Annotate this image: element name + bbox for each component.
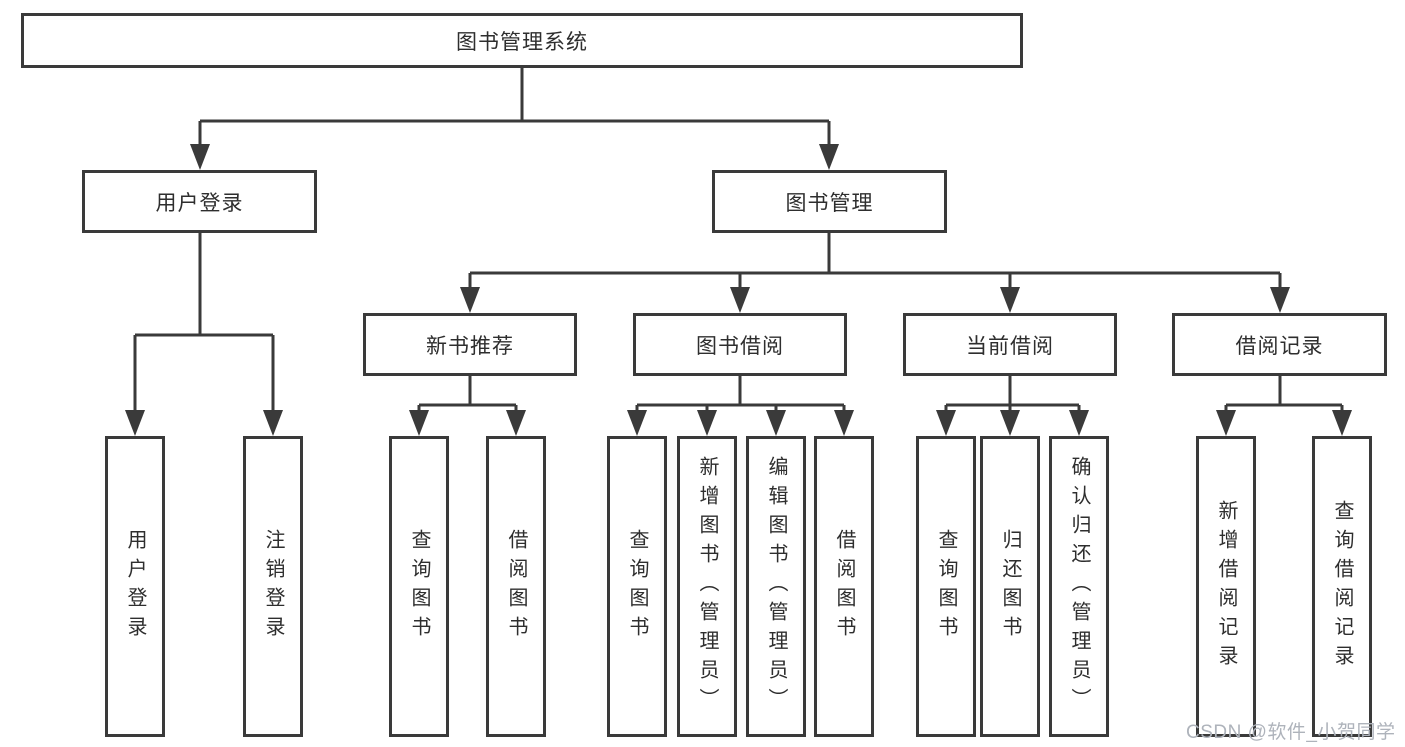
leaf-borrow-add-admin: 新增图书（管理员）	[677, 436, 737, 737]
leaf-records-query: 查询借阅记录	[1312, 436, 1372, 737]
node-book-management: 图书管理	[712, 170, 947, 233]
leaf-newbook-query: 查询图书	[389, 436, 449, 737]
leaf-newbook-query-label: 查询图书	[408, 528, 430, 645]
leaf-borrow-borrow-label: 借阅图书	[833, 528, 855, 645]
leaf-borrow-query-label: 查询图书	[626, 528, 648, 645]
leaf-logout-label: 注销登录	[262, 528, 284, 645]
node-book-management-label: 图书管理	[785, 191, 874, 215]
node-current-borrow-label: 当前借阅	[966, 334, 1054, 358]
leaf-user-login-label: 用户登录	[124, 528, 146, 645]
node-book-borrow-label: 图书借阅	[696, 334, 784, 358]
arrowheads	[125, 144, 1352, 436]
leaf-newbook-borrow: 借阅图书	[486, 436, 546, 737]
node-new-book-recommend-label: 新书推荐	[426, 334, 514, 358]
leaf-current-confirm-return-admin-label: 确认归还（管理员）	[1068, 456, 1090, 717]
leaf-borrow-borrow: 借阅图书	[814, 436, 874, 737]
leaf-borrow-query: 查询图书	[607, 436, 667, 737]
leaf-current-query: 查询图书	[916, 436, 976, 737]
leaf-records-add: 新增借阅记录	[1196, 436, 1256, 737]
leaf-current-query-label: 查询图书	[935, 528, 957, 645]
leaf-user-login: 用户登录	[105, 436, 165, 737]
leaf-borrow-edit-admin: 编辑图书（管理员）	[746, 436, 806, 737]
node-new-book-recommend: 新书推荐	[363, 313, 577, 376]
leaf-borrow-edit-admin-label: 编辑图书（管理员）	[765, 456, 787, 717]
node-book-borrow: 图书借阅	[633, 313, 847, 376]
leaf-newbook-borrow-label: 借阅图书	[505, 528, 527, 645]
leaf-current-return: 归还图书	[980, 436, 1040, 737]
leaf-current-confirm-return-admin: 确认归还（管理员）	[1049, 436, 1109, 737]
node-user-login: 用户登录	[82, 170, 317, 233]
leaf-records-add-label: 新增借阅记录	[1215, 499, 1237, 674]
node-borrow-records-label: 借阅记录	[1235, 334, 1324, 358]
node-current-borrow: 当前借阅	[903, 313, 1117, 376]
leaf-logout: 注销登录	[243, 436, 303, 737]
leaf-borrow-add-admin-label: 新增图书（管理员）	[696, 456, 718, 717]
node-user-login-label: 用户登录	[155, 191, 244, 215]
node-borrow-records: 借阅记录	[1172, 313, 1387, 376]
watermark: CSDN @软件_小贺同学	[1186, 722, 1396, 743]
leaf-records-query-label: 查询借阅记录	[1331, 499, 1353, 674]
node-library-system: 图书管理系统	[21, 13, 1023, 68]
leaf-current-return-label: 归还图书	[999, 528, 1021, 645]
node-library-system-label: 图书管理系统	[456, 30, 588, 54]
